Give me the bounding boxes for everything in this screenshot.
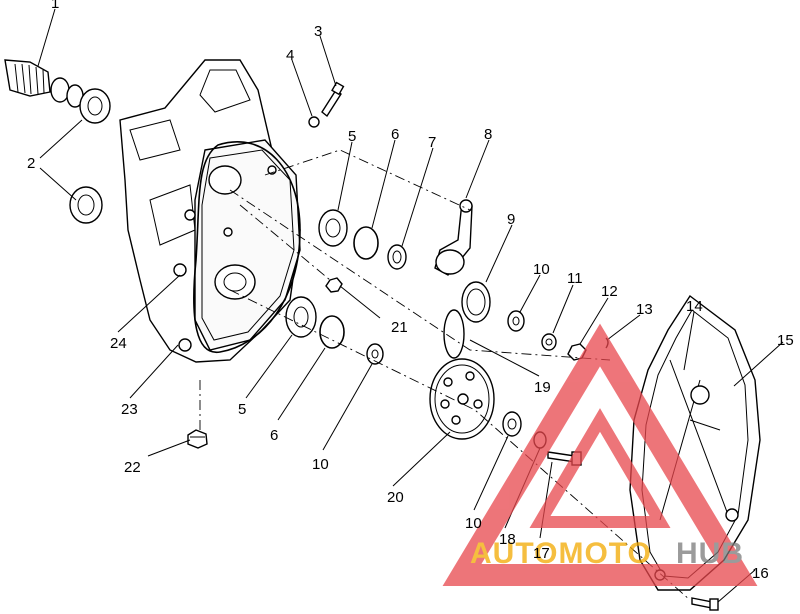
part-label: 2 — [27, 155, 35, 172]
leader-lines — [37, 8, 784, 603]
assembly-lines — [199, 149, 691, 601]
lower-ring-part — [319, 315, 345, 349]
part-label: 19 — [534, 379, 551, 396]
part-label: 20 — [387, 489, 404, 506]
chaincase-housing — [119, 59, 301, 363]
tensioner-part — [434, 199, 473, 276]
part-label: 9 — [507, 211, 515, 228]
lower-bearing-part — [285, 296, 317, 338]
part-label: 24 — [110, 335, 127, 352]
part-label: 10 — [533, 261, 550, 278]
part-label: 16 — [752, 565, 769, 582]
part-label: 17 — [533, 545, 550, 562]
part-label: 10 — [465, 515, 482, 532]
upper-seal-part — [387, 244, 407, 270]
seal-part — [69, 186, 103, 224]
upper-ring-part — [353, 226, 379, 260]
watermark-text-hub: HUB — [676, 537, 744, 570]
watermark-text-auto: AUTOMOTO — [470, 537, 652, 570]
washer-part — [541, 333, 557, 351]
small-sprocket-part — [443, 281, 491, 359]
drain-bolt-part — [187, 429, 208, 449]
large-sprocket-part — [429, 358, 495, 440]
part-label: 22 — [124, 459, 141, 476]
part-label: 10 — [312, 456, 329, 473]
part-label: 15 — [777, 332, 794, 349]
washer-part — [502, 411, 522, 437]
part-label: 6 — [270, 427, 278, 444]
part-label: 6 — [391, 126, 399, 143]
part-label: 18 — [499, 531, 516, 548]
part-label: 21 — [391, 319, 408, 336]
part-label: 12 — [601, 283, 618, 300]
part-label: 11 — [567, 270, 583, 287]
upper-bearing-part — [318, 209, 348, 247]
chain-part — [193, 141, 301, 353]
part-label: 14 — [686, 298, 703, 315]
part-label: 8 — [484, 126, 492, 143]
part-label: 7 — [428, 134, 436, 151]
part-label: 1 — [51, 0, 59, 12]
part-label: 4 — [286, 47, 294, 64]
part-label: 23 — [121, 401, 138, 418]
part-labels: 1 2 3 4 5 6 7 8 9 10 11 12 13 14 15 16 1… — [27, 0, 794, 582]
part-label: 5 — [238, 401, 246, 418]
nut-part — [308, 116, 320, 128]
part-label: 5 — [348, 128, 356, 145]
part-label: 3 — [314, 23, 322, 40]
washer-part — [507, 310, 525, 332]
shaft-part — [4, 59, 111, 124]
nut-part — [325, 277, 343, 293]
part-label: 13 — [636, 301, 653, 318]
bolt-part — [321, 81, 345, 118]
bolt-part — [691, 597, 719, 611]
washer-part — [366, 343, 384, 365]
watermark-logo: AUTOMOTO HUB — [442, 323, 758, 586]
